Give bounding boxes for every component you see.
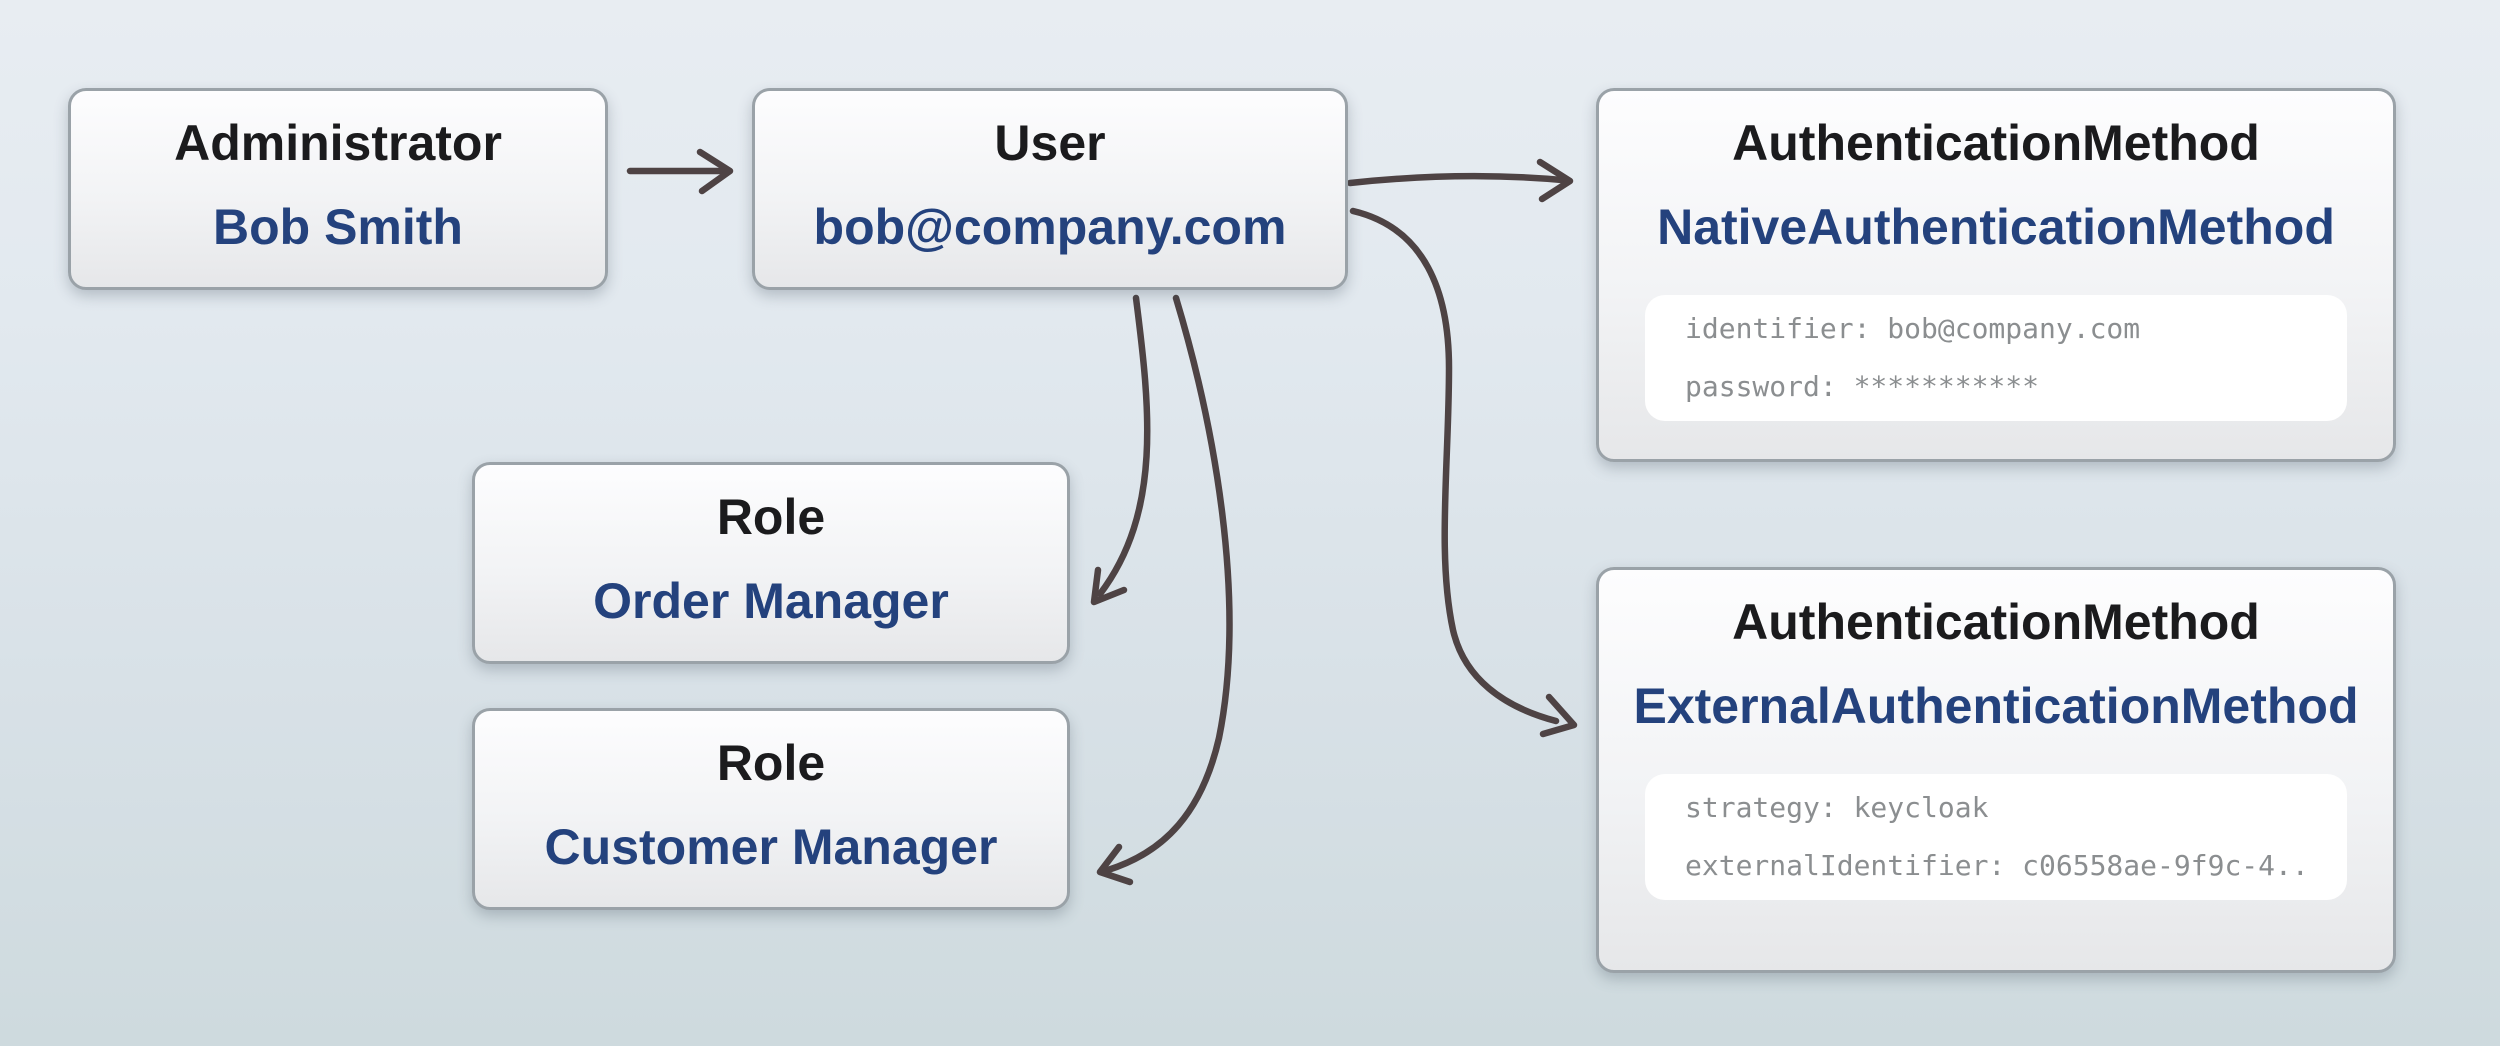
node-role-order-manager: Role Order Manager bbox=[472, 462, 1070, 664]
edge-user-to-role-customer bbox=[1096, 294, 1233, 886]
attribute-identifier: identifier: bob@company.com bbox=[1685, 312, 2141, 345]
edge-user-to-native-auth bbox=[1346, 158, 1574, 203]
node-type: AuthenticationMethod bbox=[1732, 115, 2260, 171]
node-type: AuthenticationMethod bbox=[1732, 594, 2260, 650]
node-user: User bob@company.com bbox=[752, 88, 1348, 290]
attribute-password: password: *********** bbox=[1685, 370, 2040, 403]
node-label: Bob Smith bbox=[213, 199, 463, 255]
attributes-panel: strategy: keycloak externalIdentifier: c… bbox=[1645, 774, 2347, 900]
node-administrator: Administrator Bob Smith bbox=[68, 88, 608, 290]
node-native-authentication-method: AuthenticationMethod NativeAuthenticatio… bbox=[1596, 88, 2396, 462]
attributes-panel: identifier: bob@company.com password: **… bbox=[1645, 295, 2347, 421]
node-external-authentication-method: AuthenticationMethod ExternalAuthenticat… bbox=[1596, 567, 2396, 973]
attribute-external-identifier: externalIdentifier: c06558ae-9f9c-4... bbox=[1685, 849, 2307, 882]
node-label: Customer Manager bbox=[544, 819, 998, 875]
edge-user-to-external-auth bbox=[1349, 207, 1578, 738]
node-type: User bbox=[994, 115, 1106, 171]
node-label: Order Manager bbox=[593, 573, 949, 629]
edge-administrator-to-user bbox=[626, 148, 734, 195]
node-label: ExternalAuthenticationMethod bbox=[1633, 678, 2359, 734]
node-label: NativeAuthenticationMethod bbox=[1657, 199, 2335, 255]
attribute-strategy: strategy: keycloak bbox=[1685, 791, 1989, 824]
node-label: bob@company.com bbox=[813, 199, 1287, 255]
node-type: Role bbox=[716, 735, 826, 791]
edge-user-to-role-order bbox=[1090, 294, 1151, 606]
node-type: Administrator bbox=[174, 115, 502, 171]
node-type: Role bbox=[716, 489, 826, 545]
node-role-customer-manager: Role Customer Manager bbox=[472, 708, 1070, 910]
